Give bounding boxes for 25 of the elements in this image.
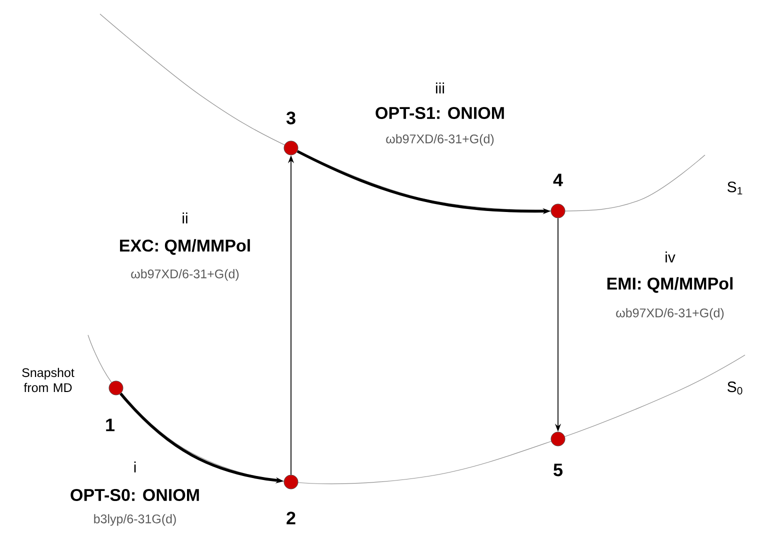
point-marker bbox=[284, 474, 298, 490]
point-number: 4 bbox=[553, 174, 563, 186]
point-number: 3 bbox=[286, 112, 296, 124]
method-label: ωb97XD/6-31+G(d) bbox=[616, 308, 724, 320]
step-title: EMI: QM/MMPol bbox=[607, 277, 733, 293]
step-title: OPT-S0: ONIOM bbox=[70, 488, 199, 501]
step-number: ii bbox=[182, 212, 188, 224]
point-number: 1 bbox=[106, 418, 115, 432]
step-number: iii bbox=[436, 82, 444, 94]
point-marker bbox=[550, 204, 566, 218]
method-label: b3lyp/6-31G(d) bbox=[94, 514, 176, 526]
step-number: iv bbox=[666, 252, 676, 262]
point-number: 5 bbox=[554, 464, 563, 476]
step-number: i bbox=[134, 462, 136, 472]
point-marker bbox=[550, 432, 566, 446]
step-title: OPT-S1: ONIOM bbox=[376, 106, 504, 119]
step-title: EXC: QM/MMPol bbox=[120, 239, 250, 255]
point-note: Snapshot from MD bbox=[22, 368, 74, 392]
point-marker bbox=[284, 140, 298, 156]
method-label: ωb97XD/6-31+G(d) bbox=[131, 269, 239, 281]
method-label: ωb97XD/6-31+G(d) bbox=[386, 134, 494, 146]
point-number: 2 bbox=[286, 512, 296, 524]
state-label: S$_{1}$ bbox=[728, 182, 742, 194]
state-label: S$_{0}$ bbox=[728, 382, 742, 394]
point-marker bbox=[108, 380, 124, 396]
